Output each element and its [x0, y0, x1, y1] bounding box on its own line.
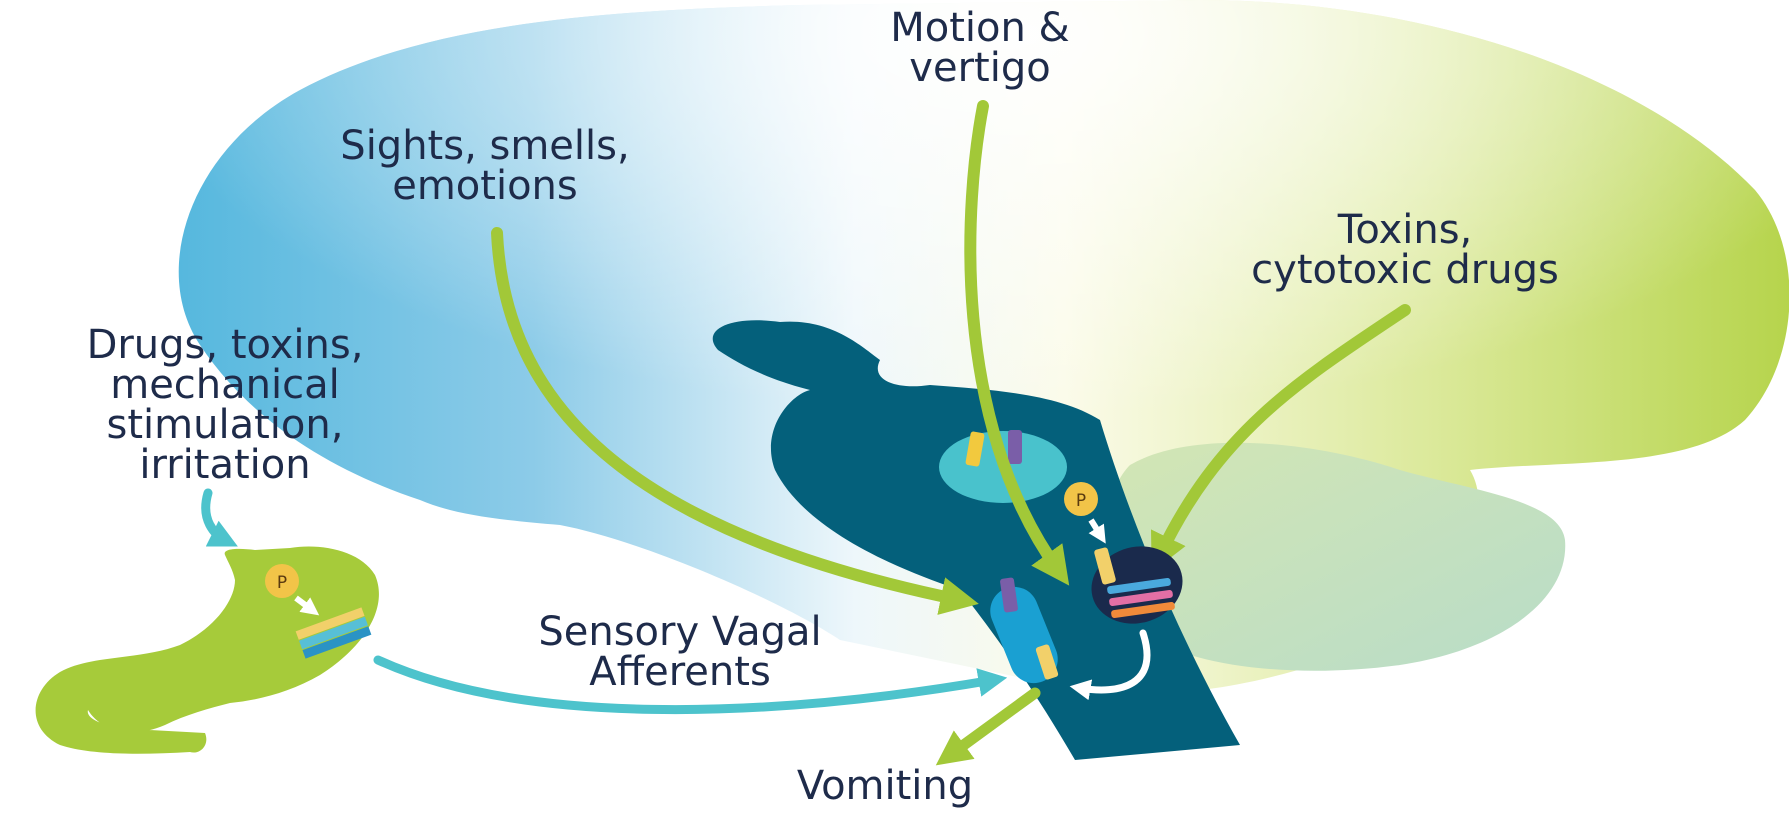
sights-label-line-2: emotions [235, 166, 735, 206]
gut-label-line-1: Drugs, toxins, [0, 325, 450, 365]
toxins-label: Toxins, cytotoxic drugs [1140, 210, 1670, 290]
vagal-label-line-1: Sensory Vagal [420, 612, 940, 652]
receptor-purple [1008, 430, 1022, 464]
gut-label-line-3: stimulation, [0, 405, 450, 445]
motion-vertigo-label: Motion & vertigo [830, 8, 1130, 88]
phospho-badge-brain-letter: P [1076, 491, 1086, 511]
vagal-afferents-label: Sensory Vagal Afferents [420, 612, 940, 692]
gut-label-line-2: mechanical [0, 365, 450, 405]
gut-stimuli-label: Drugs, toxins, mechanical stimulation, i… [0, 325, 450, 485]
toxins-label-line-1: Toxins, [1140, 210, 1670, 250]
vagal-label-line-2: Afferents [420, 652, 940, 692]
sights-label-line-1: Sights, smells, [235, 126, 735, 166]
gut-input-arrow [206, 493, 225, 540]
gut-label-line-4: irritation [0, 445, 450, 485]
motion-label-line-1: Motion & [830, 8, 1130, 48]
vomiting-arrow [950, 693, 1035, 755]
vomiting-label: Vomiting [700, 766, 1070, 806]
motion-label-line-2: vertigo [830, 48, 1130, 88]
toxins-label-line-2: cytotoxic drugs [1140, 250, 1670, 290]
sights-smells-label: Sights, smells, emotions [235, 126, 735, 206]
phospho-badge-stomach-letter: P [277, 573, 287, 593]
